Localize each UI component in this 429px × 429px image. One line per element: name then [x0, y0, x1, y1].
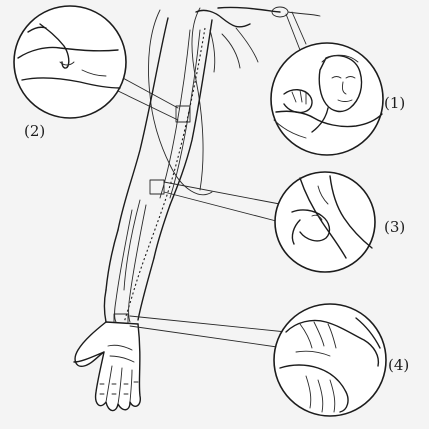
- detail-4-patient-hand: [279, 364, 349, 413]
- callout-line-3b: [163, 191, 281, 223]
- point-marker-3: [149, 179, 165, 195]
- detail-1-mouth: [337, 99, 353, 102]
- clavicle: [217, 6, 281, 13]
- shoulder-bone: [195, 9, 251, 28]
- detail-1-fingers: [291, 89, 307, 105]
- detail-2-crease: [81, 69, 107, 77]
- detail-4-patient-fingers: [305, 375, 336, 413]
- label-1: (1): [384, 94, 405, 112]
- detail-4-sleeve: [355, 317, 381, 349]
- detail-circle-2: [13, 5, 127, 119]
- torso-outline: [148, 9, 213, 196]
- forearm-inner-edge: [137, 257, 155, 321]
- detail-3-press: [311, 214, 323, 221]
- humerus-left: [159, 29, 191, 199]
- detail-3-crease: [317, 185, 329, 205]
- palm-crease-1: [107, 344, 133, 351]
- label-4: (4): [388, 356, 409, 374]
- callout-line-4b: [129, 325, 285, 349]
- detail-1-eye-right: [345, 76, 356, 79]
- arm-figure: [73, 6, 321, 412]
- detail-4-presser-fingers: [299, 321, 337, 349]
- callout-line-3a: [163, 181, 286, 206]
- detail-circle-1-border: [270, 42, 384, 156]
- scapula-line-2: [221, 33, 241, 69]
- point-marker-2: [175, 105, 191, 123]
- detail-circle-1: [270, 42, 384, 156]
- detail-3-hand: [291, 209, 331, 242]
- upper-arm-inner-edge: [169, 19, 213, 206]
- callout-line-2a: [120, 76, 179, 109]
- elbow-outline: [105, 229, 119, 291]
- detail-1-eye-left: [331, 76, 342, 79]
- detail-1-hand: [283, 89, 313, 114]
- detail-1-hair: [321, 54, 359, 63]
- label-2: (2): [24, 122, 45, 140]
- hand-thumb: [73, 351, 105, 363]
- label-3: (3): [384, 218, 405, 236]
- ulna-bone: [128, 204, 147, 323]
- detail-3-thumb: [291, 219, 301, 245]
- radius-bone: [114, 209, 133, 323]
- detail-circle-4-border: [273, 303, 387, 417]
- upper-arm-outer-edge: [117, 17, 169, 231]
- detail-circle-4: [273, 303, 387, 417]
- detail-1-head: [318, 54, 363, 113]
- finger-joints: [99, 381, 139, 395]
- detail-circle-2-border: [13, 5, 127, 119]
- acromion-line: [287, 11, 321, 17]
- forearm-muscle: [123, 199, 141, 291]
- forearm-outer-edge: [103, 289, 107, 323]
- torso-inner-line: [191, 7, 204, 191]
- callout-lines: [115, 11, 307, 349]
- hand-palm: [74, 321, 142, 412]
- callout-line-1a: [285, 13, 301, 51]
- detail-1-nose: [342, 81, 347, 95]
- detail-2-arm-top: [17, 46, 119, 59]
- detail-4-wrist-crease: [295, 350, 331, 357]
- humerus-right: [169, 29, 201, 199]
- callout-line-4a: [129, 315, 297, 334]
- finger-line-1: [105, 365, 113, 403]
- detail-2-arm-bottom: [21, 77, 121, 89]
- detail-3-upper-arm: [299, 177, 347, 259]
- detail-2-press: [59, 61, 75, 66]
- scapula-line-3: [235, 27, 259, 63]
- callout-line-1b: [291, 11, 307, 45]
- detail-circle-3-border: [274, 171, 376, 273]
- palm-crease-2: [109, 355, 135, 363]
- callout-line-2b: [115, 89, 179, 121]
- detail-2-finger: [39, 23, 70, 69]
- detail-2-knuckle: [27, 26, 47, 33]
- elbow-inner: [153, 204, 171, 259]
- detail-4-presser-hand: [285, 319, 380, 367]
- scapula-line-1: [209, 29, 216, 73]
- finger-line-3: [129, 369, 133, 403]
- detail-circle-3: [274, 171, 376, 273]
- finger-line-2: [117, 367, 123, 405]
- detail-1-arm: [273, 119, 307, 139]
- meridian-dotted-line: [121, 27, 206, 331]
- detail-3-lower-arm: [329, 175, 373, 249]
